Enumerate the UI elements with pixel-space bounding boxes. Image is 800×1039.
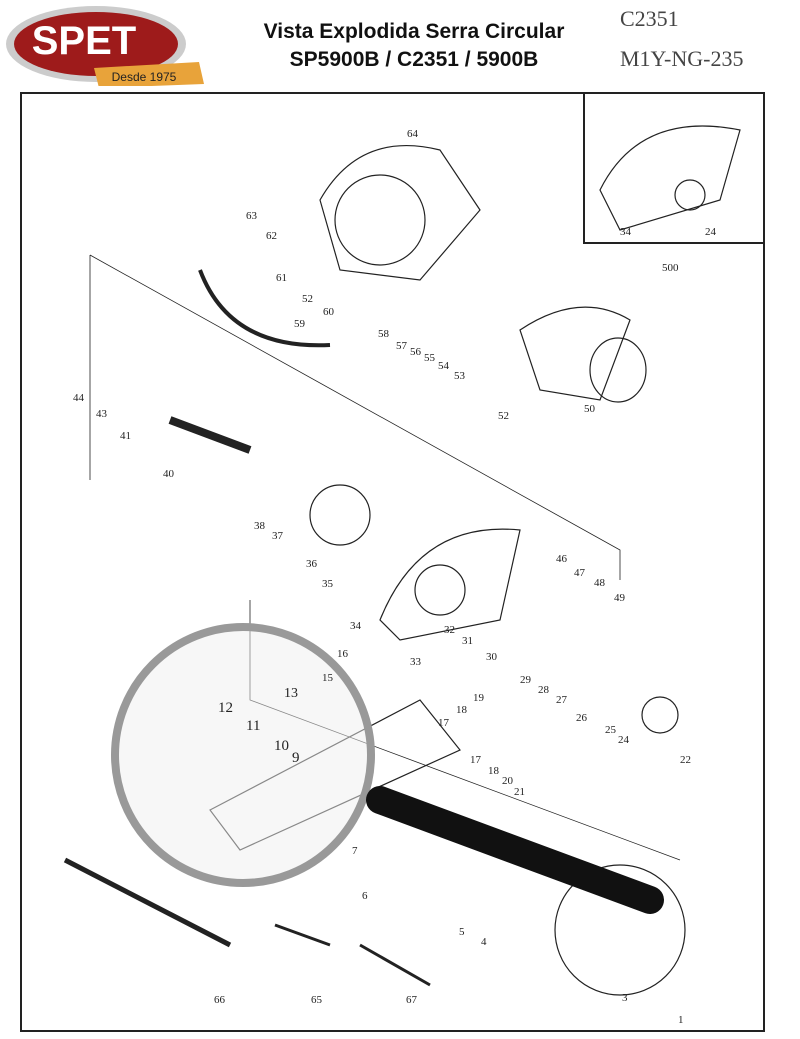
- part-label: 48: [594, 577, 605, 589]
- inset-guard: [599, 125, 741, 231]
- part-label: 44: [73, 392, 84, 404]
- part-label: 36: [306, 558, 317, 570]
- saw-blade: [554, 864, 686, 996]
- model-code: C2351: [620, 6, 679, 31]
- part-label: 55: [424, 352, 435, 364]
- part-label: 43: [96, 408, 107, 420]
- part-label: 47: [574, 567, 585, 579]
- part-label: 54: [438, 360, 449, 372]
- part-label: 61: [276, 272, 287, 284]
- part-label: 49: [614, 592, 625, 604]
- part-label: 46: [556, 553, 567, 565]
- part-label: 33: [410, 656, 421, 668]
- part-label: 37: [272, 530, 283, 542]
- part-label: 3: [622, 992, 628, 1004]
- part-label: 57: [396, 340, 407, 352]
- part-label: 6: [362, 890, 368, 902]
- blade-guard: [379, 528, 521, 641]
- part-label: 66: [214, 994, 225, 1006]
- part-label: 30: [486, 651, 497, 663]
- part-label: 32: [444, 624, 455, 636]
- part-label: 12: [218, 700, 233, 716]
- wrenches: [274, 923, 431, 987]
- part-label: 41: [120, 430, 131, 442]
- magnifier-lens: [111, 623, 375, 887]
- part-label: 59: [294, 318, 305, 330]
- part-label: 25: [605, 724, 616, 736]
- part-label: 52: [498, 410, 509, 422]
- part-label: 17: [438, 717, 449, 729]
- part-code: M1Y-NG-235: [620, 46, 744, 71]
- title-line-1: Vista Explodida Serra Circular: [263, 20, 565, 43]
- assembly-number: 500: [662, 262, 679, 274]
- handle-guard: [519, 306, 631, 401]
- part-label: 9: [292, 750, 300, 766]
- field-coil: [589, 337, 647, 403]
- title-line-2: SP5900B / C2351 / 5900B: [289, 48, 539, 71]
- inset-label: 24: [705, 226, 716, 238]
- part-label: 13: [284, 686, 298, 701]
- rip-fence: [63, 857, 232, 948]
- part-label: 34: [350, 620, 361, 632]
- part-label: 24: [618, 734, 629, 746]
- armature: [168, 416, 252, 454]
- part-label: 11: [246, 718, 261, 734]
- magnifier-handle: [366, 786, 664, 914]
- part-label: 17: [470, 754, 481, 766]
- part-label: 1: [678, 1014, 684, 1026]
- svg-text:SPET: SPET: [32, 19, 136, 63]
- part-label: 35: [322, 578, 333, 590]
- part-label: 19: [473, 692, 484, 704]
- diagram-frame: [20, 92, 765, 1032]
- part-label: 10: [274, 738, 289, 754]
- part-label: 7: [352, 845, 358, 857]
- part-label: 64: [407, 128, 418, 140]
- part-label: 31: [462, 635, 473, 647]
- part-label: 62: [266, 230, 277, 242]
- part-label: 38: [254, 520, 265, 532]
- part-label: 15: [322, 672, 333, 684]
- part-label: 22: [680, 754, 691, 766]
- part-label: 67: [406, 994, 417, 1006]
- inset-label: 34: [620, 226, 631, 238]
- part-label: 5: [459, 926, 465, 938]
- part-label: 4: [481, 936, 487, 948]
- stator-ring: [334, 174, 426, 266]
- part-label: 52: [302, 293, 313, 305]
- power-cord: [198, 269, 331, 348]
- part-label: 60: [323, 306, 334, 318]
- part-label: 28: [538, 684, 549, 696]
- baffle-plate: [309, 484, 371, 546]
- part-label: 53: [454, 370, 465, 382]
- part-label: 18: [488, 765, 499, 777]
- part-label: 27: [556, 694, 567, 706]
- part-label: 29: [520, 674, 531, 686]
- spet-logo: SPET Desde 1975: [6, 6, 204, 86]
- part-label: 56: [410, 346, 421, 358]
- flange: [641, 696, 679, 734]
- part-label: 26: [576, 712, 587, 724]
- part-label: 18: [456, 704, 467, 716]
- part-label: 16: [337, 648, 348, 660]
- part-label: 20: [502, 775, 513, 787]
- part-label: 63: [246, 210, 257, 222]
- assembly-inset: [583, 92, 765, 244]
- diagram-title: Vista Explodida Serra Circular SP5900B /…: [214, 18, 614, 74]
- part-label: 50: [584, 403, 595, 415]
- svg-text:Desde 1975: Desde 1975: [112, 70, 177, 84]
- part-label: 58: [378, 328, 389, 340]
- part-label: 65: [311, 994, 322, 1006]
- part-label: 40: [163, 468, 174, 480]
- motor-housing: [319, 144, 481, 281]
- part-label: 21: [514, 786, 525, 798]
